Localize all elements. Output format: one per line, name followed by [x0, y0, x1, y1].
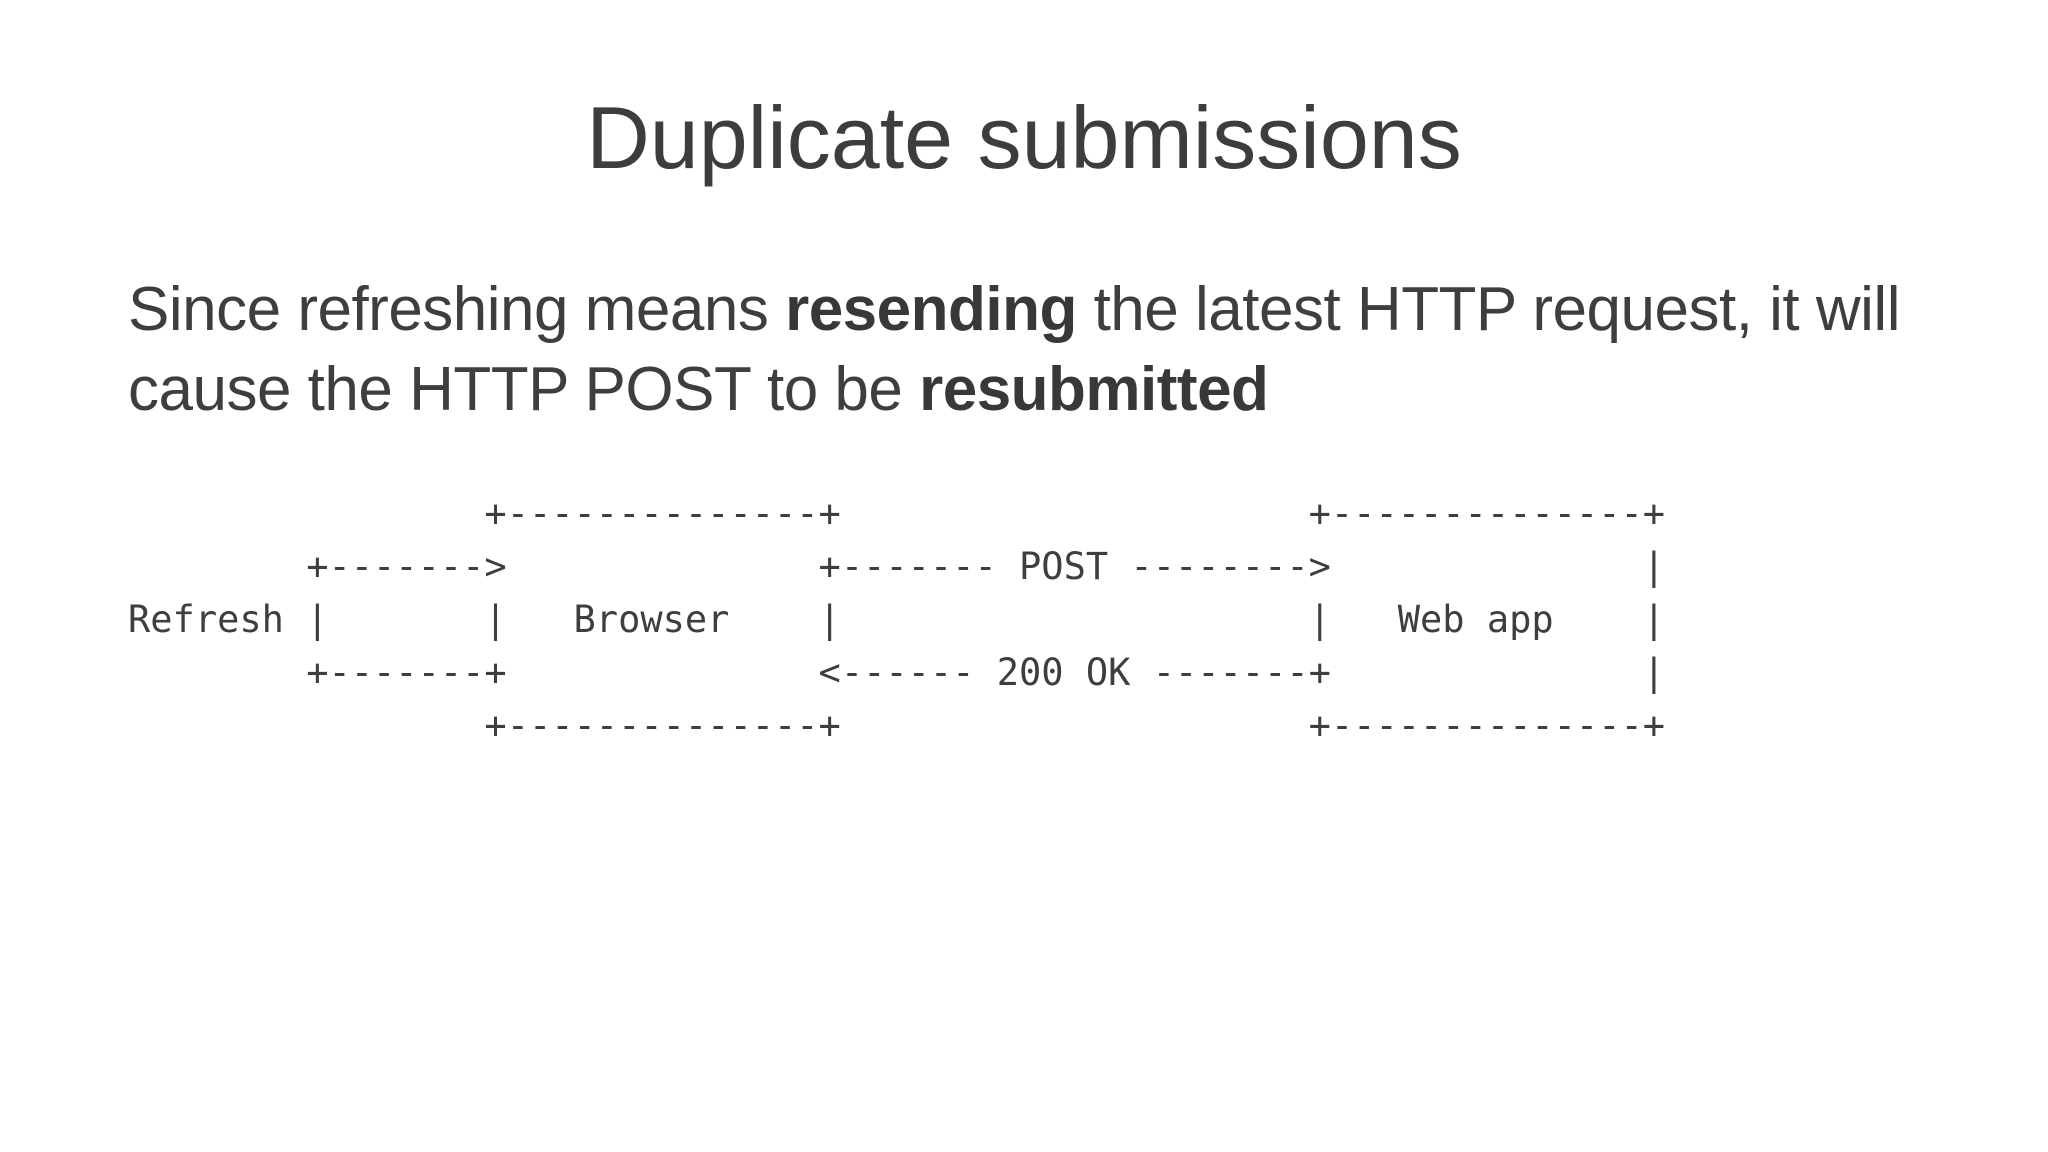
ascii-diagram: +--------------+ +--------------+ +-----…	[128, 492, 1666, 747]
page-title: Duplicate submissions	[586, 88, 1462, 187]
paragraph-line: cause the HTTP POST to be resubmitted	[128, 355, 1269, 424]
paragraph-line: Since refreshing means resending the lat…	[128, 275, 1900, 344]
slide-paragraph: Since refreshing means resending the lat…	[128, 270, 1900, 430]
